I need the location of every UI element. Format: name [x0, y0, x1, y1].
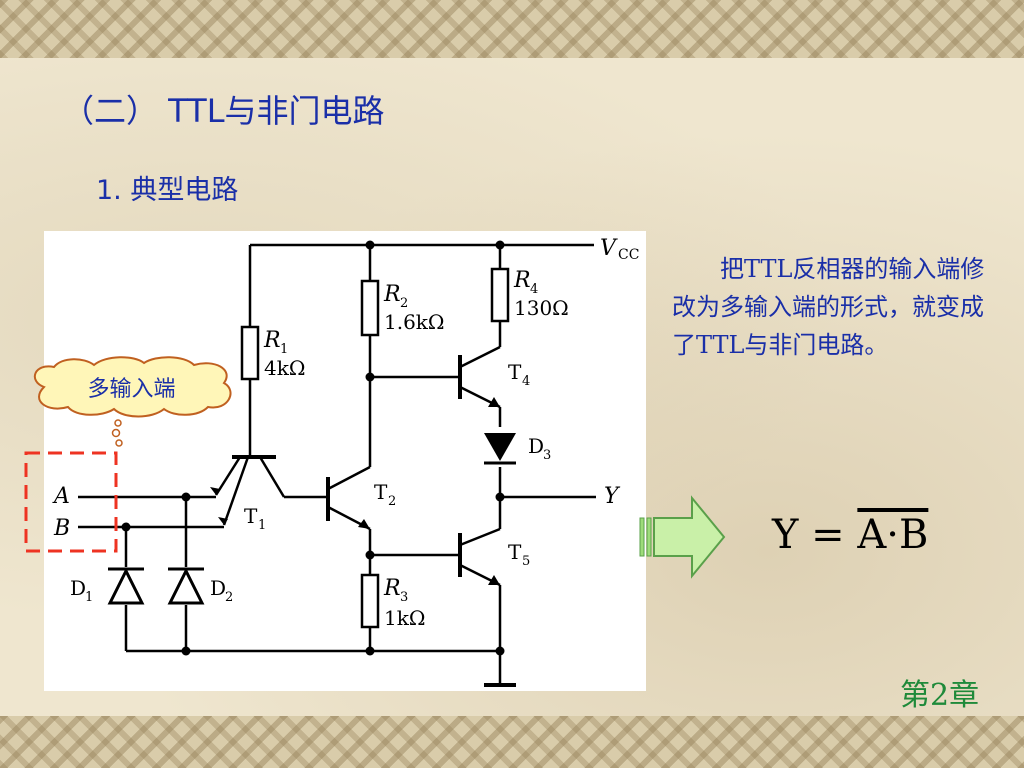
- t1-emitter-arrow-b: [218, 517, 228, 525]
- vcc-label: V: [600, 236, 618, 261]
- decorative-bottom-border: [0, 716, 1024, 768]
- t4-emitter-arrow: [488, 397, 500, 407]
- d1-subscript: 1: [85, 590, 93, 605]
- r1-value: 4kΩ: [264, 356, 305, 380]
- r1-subscript: 1: [280, 342, 288, 357]
- right-arrow-icon: [639, 495, 726, 579]
- t2-emitter-arrow: [358, 519, 370, 529]
- description-paragraph: 把TTL反相器的输入端修改为多输入端的形式，就变成了TTL与非门电路。: [672, 255, 985, 359]
- callout-cloud: [33, 356, 232, 418]
- d2-subscript: 2: [225, 590, 233, 605]
- r3-subscript: 3: [400, 590, 408, 605]
- t4-subscript: 4: [522, 374, 530, 389]
- d3-label: D: [528, 434, 544, 458]
- diode-d1: [107, 567, 145, 605]
- input-b-label: B: [53, 516, 70, 541]
- chapter-label: 第2章: [900, 678, 980, 713]
- r2-subscript: 2: [400, 296, 408, 311]
- t2-label: T: [374, 480, 388, 504]
- d3-subscript: 3: [543, 448, 551, 463]
- t5-emitter-arrow: [488, 575, 500, 585]
- resistor-r4: [490, 267, 510, 323]
- slide-title: （二） TTL与非门电路: [62, 92, 385, 130]
- r4-subscript: 4: [530, 282, 538, 297]
- r4-value: 130Ω: [514, 296, 569, 320]
- r1-label: R: [263, 328, 281, 353]
- diode-d2: [167, 567, 205, 605]
- r2-value: 1.6kΩ: [384, 310, 445, 334]
- r2-label: R: [383, 282, 401, 307]
- circuit-svg: V CC R 1 4kΩ R 2 1.6kΩ R 4 130Ω R 3 1kΩ …: [52, 236, 639, 687]
- formula-equals: =: [811, 512, 845, 558]
- t1-label: T: [244, 504, 258, 528]
- t4-label: T: [508, 360, 522, 384]
- resistor-r1: [240, 325, 260, 381]
- callout-tail-dots: [111, 419, 123, 447]
- circuit-diagram: V CC R 1 4kΩ R 2 1.6kΩ R 4 130Ω R 3 1kΩ …: [44, 231, 646, 691]
- t1-subscript: 1: [258, 518, 266, 533]
- t5-subscript: 5: [522, 554, 530, 569]
- description-text: 把TTL反相器的输入端修改为多输入端的形式，就变成了TTL与非门电路。: [672, 250, 1002, 364]
- input-dashed-box: [24, 451, 118, 553]
- vcc-subscript: CC: [618, 247, 639, 263]
- junction-dots: [121, 240, 505, 656]
- decorative-top-border: [0, 0, 1024, 58]
- input-a-label: A: [52, 484, 70, 509]
- slide-subtitle: 1. 典型电路: [96, 175, 239, 206]
- output-y-label: Y: [604, 484, 621, 509]
- logic-formula: Y = A·B: [772, 512, 928, 558]
- t2-subscript: 2: [388, 494, 396, 509]
- r3-value: 1kΩ: [384, 606, 425, 630]
- r4-label: R: [513, 268, 531, 293]
- resistor-r3: [360, 573, 380, 629]
- d2-label: D: [210, 576, 226, 600]
- callout-label: 多输入端: [87, 377, 176, 402]
- resistor-r2: [360, 279, 380, 337]
- formula-rhs: A·B: [857, 512, 929, 558]
- d1-label: D: [70, 576, 86, 600]
- diode-d3: [484, 433, 516, 465]
- t5-label: T: [508, 540, 522, 564]
- formula-lhs: Y: [772, 512, 799, 558]
- t1-emitter-arrow: [210, 487, 220, 495]
- r3-label: R: [383, 576, 401, 601]
